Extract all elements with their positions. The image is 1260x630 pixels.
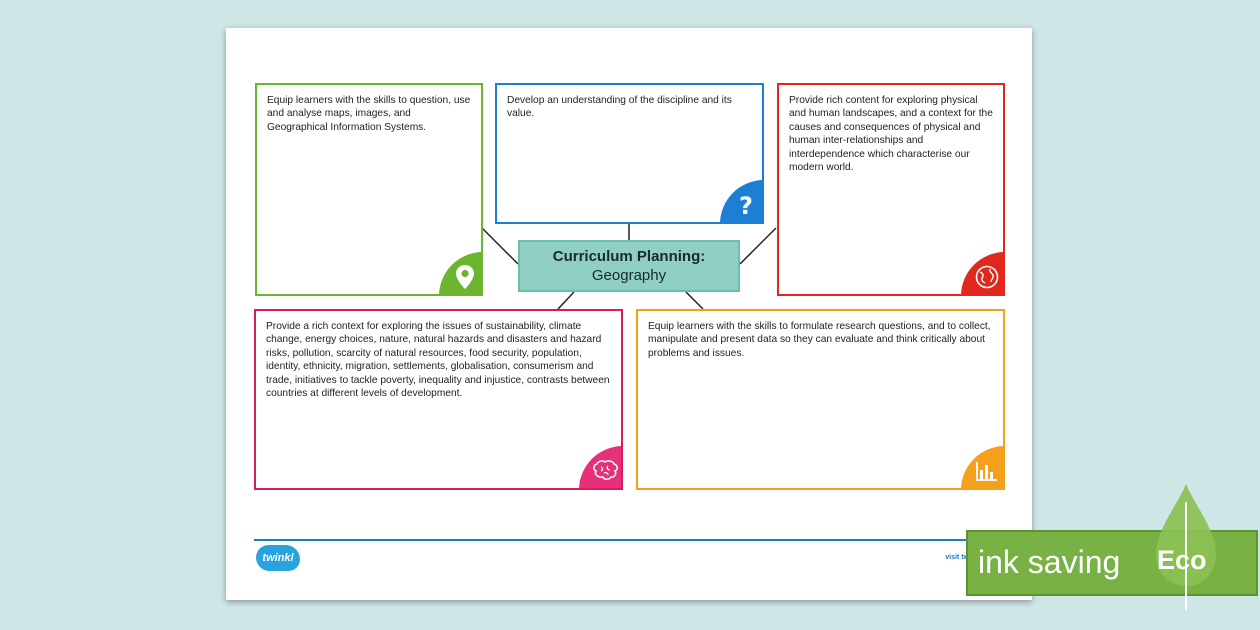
ink-saving-label: ink saving — [978, 544, 1121, 580]
eco-label: Eco — [1157, 545, 1207, 575]
central-topic: Curriculum Planning: Geography — [518, 240, 740, 292]
box-discipline: Develop an understanding of the discipli… — [495, 83, 764, 224]
bar-chart-icon — [961, 446, 1003, 488]
question-mark-icon: ? — [720, 180, 762, 222]
map-pin-icon — [439, 252, 481, 294]
box-research: Equip learners with the skills to formul… — [636, 309, 1005, 490]
box-text: Provide rich content for exploring physi… — [789, 95, 993, 174]
central-title: Curriculum Planning: — [552, 248, 706, 265]
brain-icon — [579, 446, 621, 488]
footer-divider — [254, 539, 1004, 541]
central-subtitle: Geography — [591, 267, 667, 284]
box-sustainability: Provide a rich context for exploring the… — [254, 309, 623, 490]
leaf-drop-icon — [1156, 484, 1216, 610]
worksheet-page: Equip learners with the skills to questi… — [226, 28, 1032, 600]
box-text: Equip learners with the skills to questi… — [267, 95, 471, 133]
box-text: Equip learners with the skills to formul… — [648, 321, 991, 359]
box-text: Develop an understanding of the discipli… — [507, 95, 732, 120]
svg-text:?: ? — [739, 192, 753, 218]
box-text: Provide a rich context for exploring the… — [266, 321, 610, 400]
box-landscapes: Provide rich content for exploring physi… — [777, 83, 1005, 296]
connector-lines — [481, 223, 777, 310]
globe-icon — [961, 252, 1003, 294]
box-maps-skills: Equip learners with the skills to questi… — [255, 83, 483, 296]
twinkl-logo: twinkl — [256, 545, 300, 571]
